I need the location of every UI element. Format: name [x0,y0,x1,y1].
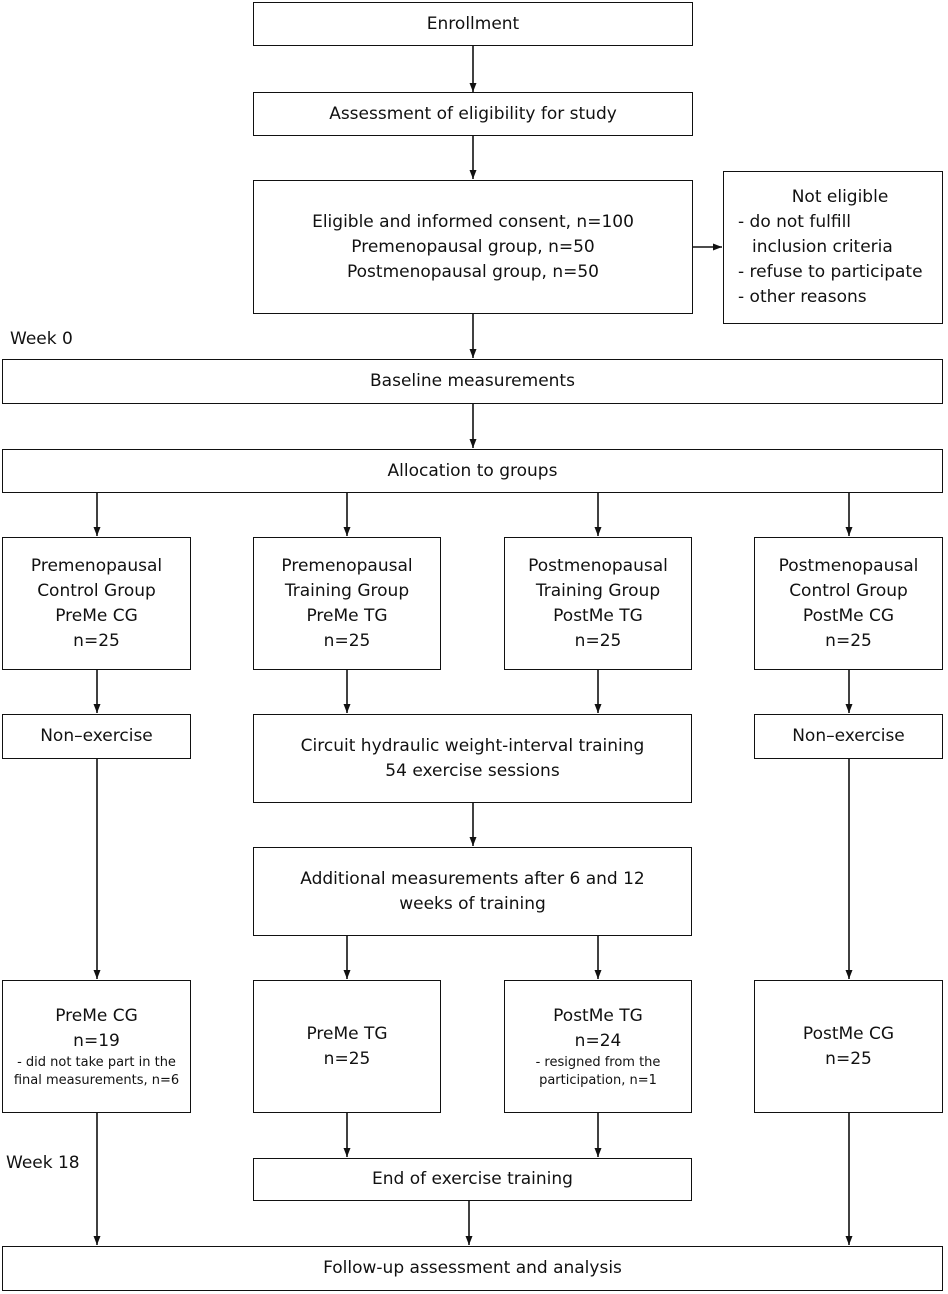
group-preme-tg-line-2: Training Group [284,580,410,601]
week-0-label: Week 0 [10,329,73,349]
final-postme-tg-line-1: PostMe TG [553,1005,643,1026]
group-postme-tg-line-3: PostMe TG [553,605,643,626]
training-box: Circuit hydraulic weight-interval traini… [253,714,692,803]
final-preme-cg-box: PreMe CG n=19 - did not take part in the… [2,980,191,1113]
not-eligible-item-2: inclusion criteria [752,237,893,257]
final-preme-cg-note-1: - did not take part in the [17,1054,176,1070]
consent-line-2: Premenopausal group, n=50 [351,236,595,257]
allocation-label: Allocation to groups [387,460,558,481]
non-exercise-right-box: Non–exercise [754,714,943,759]
not-eligible-box: Not eligible - do not fulfill inclusion … [723,171,943,324]
final-preme-cg-line-1: PreMe CG [55,1005,138,1026]
final-preme-tg-line-1: PreMe TG [306,1023,388,1044]
group-preme-tg-line-1: Premenopausal [281,555,413,576]
follow-up-label: Follow-up assessment and analysis [323,1258,622,1278]
final-postme-cg-box: PostMe CG n=25 [754,980,943,1113]
training-line-1: Circuit hydraulic weight-interval traini… [300,735,645,756]
baseline-label: Baseline measurements [370,371,575,391]
enrollment-box: Enrollment [253,2,693,46]
final-postme-tg-box: PostMe TG n=24 - resigned from the parti… [504,980,692,1113]
follow-up-box: Follow-up assessment and analysis [2,1246,943,1291]
consent-box: Eligible and informed consent, n=100 Pre… [253,180,693,314]
final-preme-cg-note-2: final measurements, n=6 [13,1072,180,1088]
not-eligible-title: Not eligible [791,187,889,207]
consent-line-3: Postmenopausal group, n=50 [347,261,599,282]
group-postme-tg-line-2: Training Group [535,580,661,601]
group-postme-tg-line-4: n=25 [574,630,622,651]
group-preme-cg-line-3: PreMe CG [55,605,138,626]
non-exercise-left-label: Non–exercise [40,726,153,746]
training-line-2: 54 exercise sessions [385,760,560,781]
consent-line-1: Eligible and informed consent, n=100 [312,211,634,232]
additional-measurements-box: Additional measurements after 6 and 12 w… [253,847,692,936]
not-eligible-item-1: - do not fulfill [738,212,852,232]
final-postme-cg-line-1: PostMe CG [802,1023,895,1044]
group-preme-cg-line-2: Control Group [37,580,156,601]
final-preme-tg-box: PreMe TG n=25 [253,980,441,1113]
group-postme-cg-line-3: PostMe CG [802,605,895,626]
baseline-box: Baseline measurements [2,359,943,404]
week-18-label: Week 18 [6,1153,80,1173]
final-preme-tg-line-2: n=25 [323,1048,371,1069]
group-postme-cg-line-1: Postmenopausal [778,555,919,576]
final-postme-tg-note-2: participation, n=1 [539,1072,657,1088]
final-postme-cg-line-2: n=25 [825,1048,872,1069]
group-preme-tg-line-3: PreMe TG [306,605,388,626]
group-postme-cg-box: Postmenopausal Control Group PostMe CG n… [754,537,943,670]
not-eligible-item-4: - other reasons [738,287,867,307]
group-preme-tg-box: Premenopausal Training Group PreMe TG n=… [253,537,441,670]
eligibility-label: Assessment of eligibility for study [329,103,617,124]
group-postme-tg-line-1: Postmenopausal [528,555,668,576]
final-postme-tg-line-2: n=24 [574,1030,622,1051]
group-postme-cg-line-4: n=25 [825,630,872,651]
additional-line-1: Additional measurements after 6 and 12 [300,868,645,889]
group-preme-cg-line-4: n=25 [73,630,120,651]
final-postme-tg-note-1: - resigned from the [535,1054,661,1070]
group-preme-cg-box: Premenopausal Control Group PreMe CG n=2… [2,537,191,670]
allocation-box: Allocation to groups [2,449,943,493]
not-eligible-item-3: - refuse to participate [738,262,923,282]
end-training-box: End of exercise training [253,1158,692,1201]
group-preme-tg-line-4: n=25 [323,630,371,651]
eligibility-box: Assessment of eligibility for study [253,92,693,136]
enrollment-label: Enrollment [426,13,520,34]
final-preme-cg-line-2: n=19 [73,1030,120,1051]
additional-line-2: weeks of training [399,893,546,914]
group-postme-cg-line-2: Control Group [789,580,908,601]
non-exercise-right-label: Non–exercise [792,726,905,746]
end-training-label: End of exercise training [372,1169,573,1189]
group-postme-tg-box: Postmenopausal Training Group PostMe TG … [504,537,692,670]
group-preme-cg-line-1: Premenopausal [30,555,163,576]
non-exercise-left-box: Non–exercise [2,714,191,759]
